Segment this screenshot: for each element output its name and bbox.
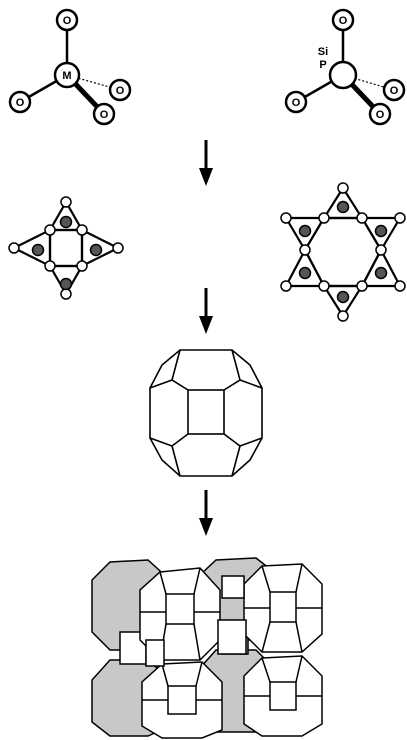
p-label: P [319, 59, 326, 71]
oxygen-label: O [339, 15, 348, 27]
six-ring-atoms [281, 183, 405, 321]
arrow-down-icon [199, 140, 213, 186]
oxygen-label: O [292, 97, 301, 109]
si-p-atom [330, 62, 356, 88]
oxygen-label: O [63, 15, 72, 27]
oxygen-label: O [376, 109, 385, 121]
tetrahedron-right [286, 10, 404, 124]
oxygen-label: O [390, 85, 399, 97]
metal-label: M [62, 70, 71, 82]
zeolite-framework [92, 558, 322, 738]
arrow-down-icon [199, 490, 213, 536]
oxygen-label: O [116, 85, 125, 97]
four-ring-atoms [9, 197, 123, 299]
oxygen-label: O [100, 109, 109, 121]
si-label: Si [318, 46, 328, 58]
oxygen-label: O [16, 97, 25, 109]
tetrahedron-left [10, 10, 130, 124]
sodalite-cage [150, 350, 262, 476]
arrow-down-icon [199, 288, 213, 334]
